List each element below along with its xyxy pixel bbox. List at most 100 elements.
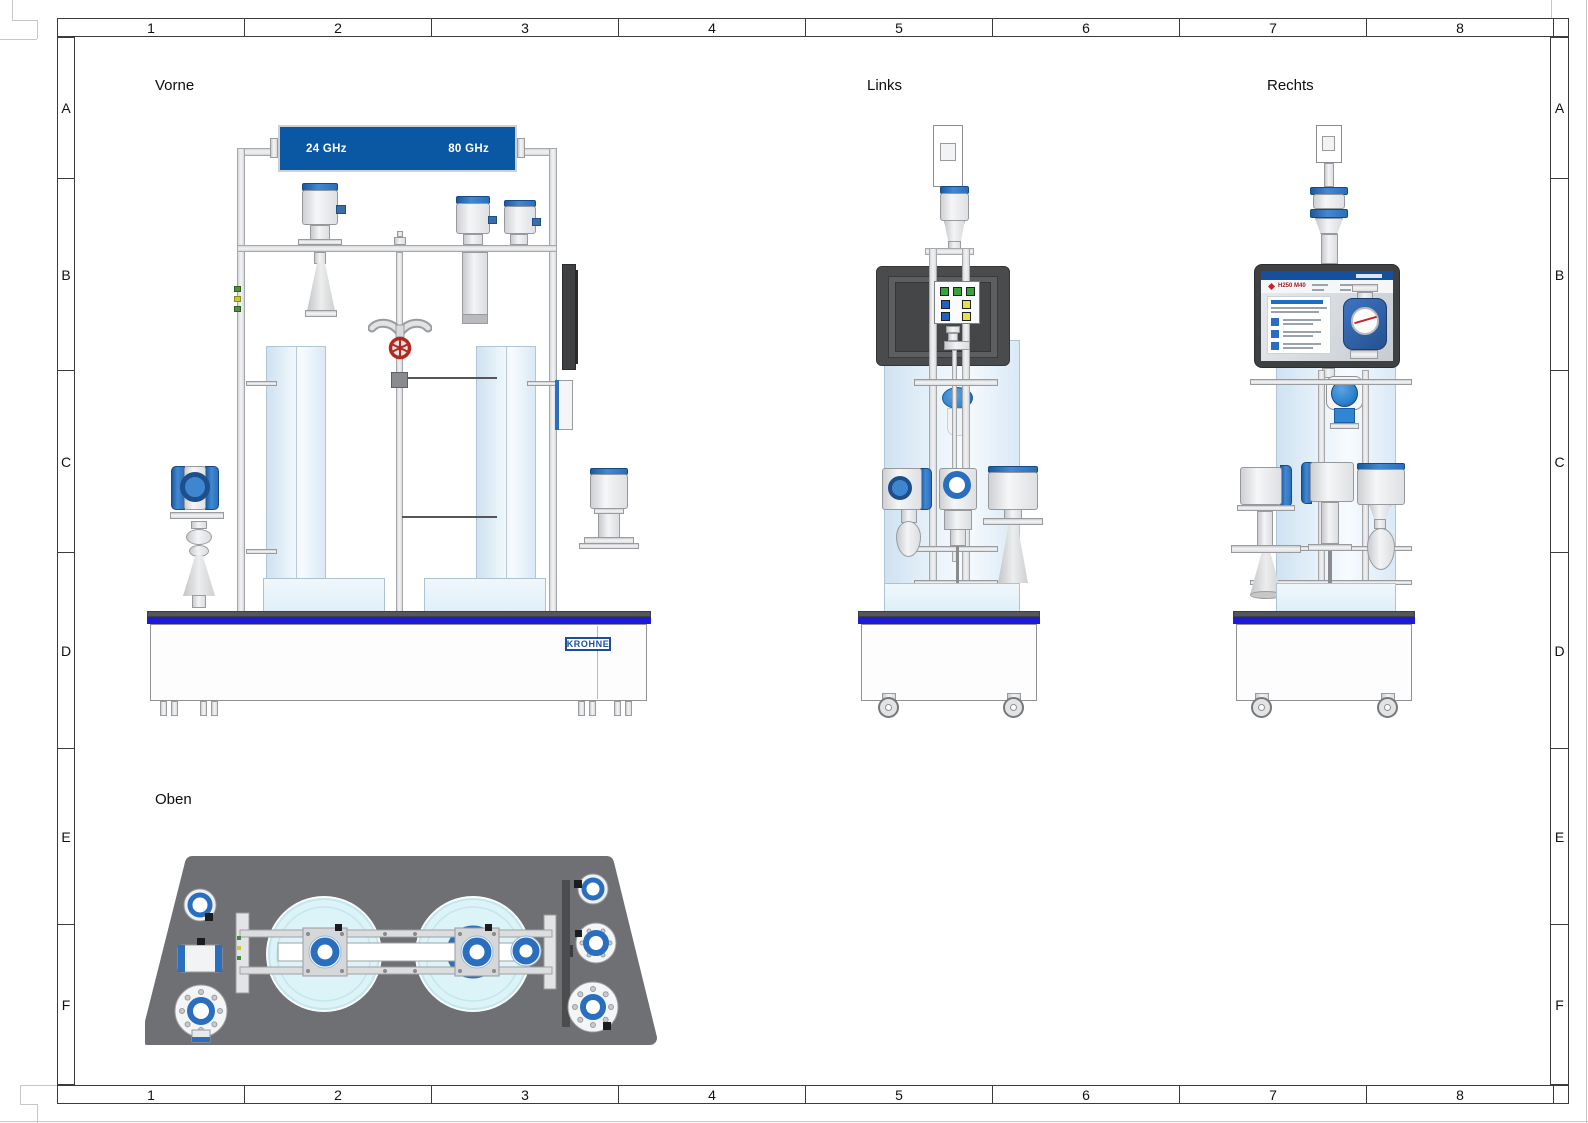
banner-bracket xyxy=(270,138,278,158)
sensor-body xyxy=(1313,194,1345,209)
grid-col-label: 5 xyxy=(806,19,993,36)
cable-gland xyxy=(1233,478,1242,485)
base-blue-stripe xyxy=(147,617,651,624)
trim-line xyxy=(0,1121,1588,1122)
trim-line xyxy=(1586,0,1587,1123)
sensor-body-side xyxy=(940,193,969,221)
grid-band-bottom: 1 2 3 4 5 6 7 8 xyxy=(57,1085,1569,1104)
cable-gland xyxy=(581,496,591,503)
sensor-ring-face xyxy=(943,471,971,499)
frame-mid-bar xyxy=(237,245,557,252)
screen-nav-link xyxy=(1340,284,1354,286)
radar-sensor-80ghz xyxy=(456,203,490,234)
valve-handwheel xyxy=(388,336,412,360)
cabinet-foot xyxy=(625,701,632,716)
flowmeter-flange-top xyxy=(1352,284,1378,292)
card-text-line xyxy=(1283,335,1313,337)
screen-header-bar xyxy=(1261,271,1393,280)
radar-sensor-24ghz xyxy=(302,190,338,225)
antenna-fitting xyxy=(191,521,207,529)
grid-col-label: 1 xyxy=(58,1086,245,1103)
base-cabinet xyxy=(861,624,1037,701)
grid-col-label: 2 xyxy=(245,1086,432,1103)
antenna-cone xyxy=(183,556,215,596)
sensor-neck xyxy=(310,225,330,240)
tank-seam xyxy=(506,347,507,585)
card-text-line xyxy=(1271,307,1327,309)
cabinet-foot xyxy=(211,701,218,716)
sensor-lens xyxy=(180,472,210,502)
tank-basin xyxy=(884,583,1020,613)
cable-gland xyxy=(1350,488,1359,495)
valve-body xyxy=(944,341,970,350)
drop-antenna xyxy=(896,521,921,557)
panel-button-yellow xyxy=(962,300,971,309)
pedestal-base xyxy=(579,543,639,549)
grid-row-label: F xyxy=(61,996,71,1013)
led-indicator xyxy=(234,286,241,292)
grid-col-label: 2 xyxy=(245,19,432,36)
screen-nav-link xyxy=(1312,284,1328,286)
cabinet-foot xyxy=(160,701,167,716)
sensor-flange xyxy=(170,512,224,519)
screen-nav-link xyxy=(1340,289,1351,291)
fold-mark xyxy=(20,1104,37,1105)
panel-button-green xyxy=(953,287,962,296)
grid-row-label: A xyxy=(58,38,74,179)
grid-col-label: 3 xyxy=(432,1086,619,1103)
tank-bracket xyxy=(246,549,277,554)
flange-top-view xyxy=(174,984,228,1043)
grid-row-label: D xyxy=(1551,553,1568,749)
mount-plate-inner xyxy=(940,143,956,161)
sensor-neck xyxy=(463,234,483,245)
sensor-taper xyxy=(1315,218,1343,234)
waveguide-tube xyxy=(462,252,488,318)
sensor-band xyxy=(1310,209,1348,218)
sensor-flange xyxy=(298,239,342,245)
sensor-lens xyxy=(888,476,912,500)
mount-plate-inner xyxy=(1322,136,1335,151)
cabinet-foot xyxy=(578,701,585,716)
sensor-neck xyxy=(950,529,966,546)
cable-gland xyxy=(215,492,227,500)
tank-basin-right xyxy=(424,578,546,617)
grid-row-label: B xyxy=(1551,179,1568,371)
cabinet-foot xyxy=(171,701,178,716)
fold-mark xyxy=(20,1085,57,1086)
cross-rail xyxy=(1250,379,1412,385)
sensor-taper xyxy=(944,220,965,242)
fold-mark xyxy=(12,0,13,20)
fold-mark xyxy=(37,1104,38,1123)
controller-blue-edge xyxy=(555,380,559,430)
sensor-top-view xyxy=(183,888,217,922)
caster-hub xyxy=(1384,704,1391,711)
caster-hub xyxy=(1258,704,1265,711)
cabinet-foot xyxy=(200,701,207,716)
sensor-body xyxy=(1357,469,1405,505)
probe-rod xyxy=(1328,551,1332,607)
grid-row-label: B xyxy=(58,179,74,371)
grid-row-label: E xyxy=(1551,749,1568,925)
fold-mark xyxy=(12,20,37,21)
screen-product-title: H250 M40 xyxy=(1278,283,1306,289)
panel-button-green xyxy=(940,287,949,296)
card-text-line xyxy=(1271,311,1319,313)
banner-label-80ghz: 80 GHz xyxy=(448,142,489,155)
drop-antenna xyxy=(1367,528,1395,570)
sensor-body xyxy=(988,472,1038,510)
sensor-lower-body xyxy=(944,510,972,530)
grid-col-label: 8 xyxy=(1367,1086,1554,1103)
fold-mark xyxy=(20,1085,21,1104)
panel-button-blue xyxy=(941,312,950,321)
nozzle-ring-left xyxy=(308,935,342,969)
frequency-banner: 24 GHz 80 GHz xyxy=(278,125,517,172)
horn-neck xyxy=(314,252,326,264)
base-top-plate xyxy=(858,611,1040,617)
cable-gland xyxy=(488,216,497,224)
view-title-oben: Oben xyxy=(155,791,192,808)
card-text-line xyxy=(1283,323,1313,325)
view-title-vorne: Vorne xyxy=(155,77,195,94)
base-blue-stripe xyxy=(858,617,1040,624)
base-blue-stripe xyxy=(1233,617,1415,624)
